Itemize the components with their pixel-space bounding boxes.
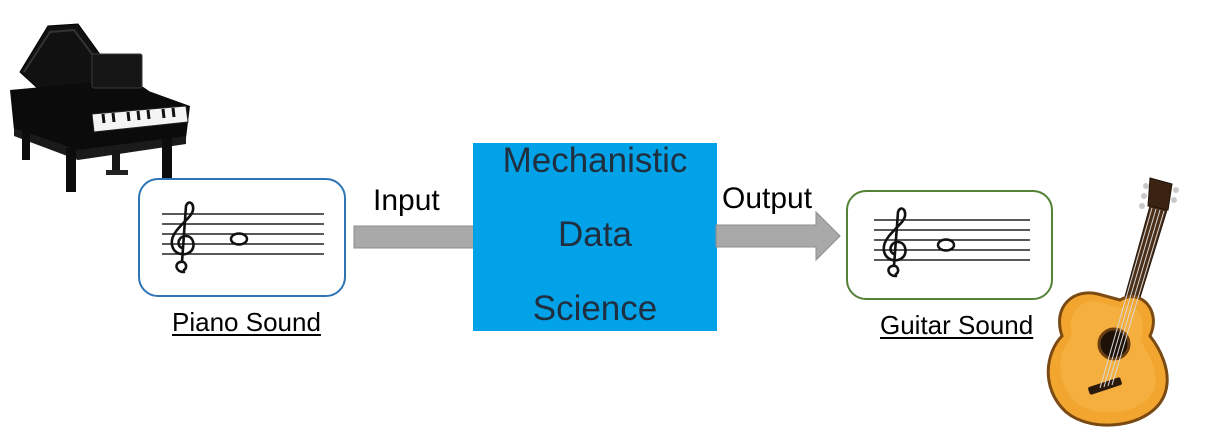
acoustic-guitar-icon [1046, 177, 1179, 427]
input-arrow [353, 225, 477, 249]
center-box-line-1: Mechanistic [502, 140, 688, 180]
center-box-line-3: Science [532, 288, 658, 328]
output-sound-card [846, 190, 1053, 300]
input-sound-card [138, 178, 346, 297]
treble-clef-whole-note-icon [162, 201, 324, 274]
mechanistic-data-science-box: Mechanistic Data Science [473, 140, 717, 331]
piano-sound-caption: Piano Sound [172, 307, 321, 337]
output-label: Output [722, 182, 813, 215]
treble-clef-whole-note-icon [874, 207, 1030, 278]
center-box-line-2: Data [558, 214, 632, 254]
grand-piano-icon [10, 23, 190, 192]
input-label: Input [373, 184, 440, 217]
output-arrow [715, 210, 841, 262]
guitar-sound-caption: Guitar Sound [880, 310, 1034, 340]
